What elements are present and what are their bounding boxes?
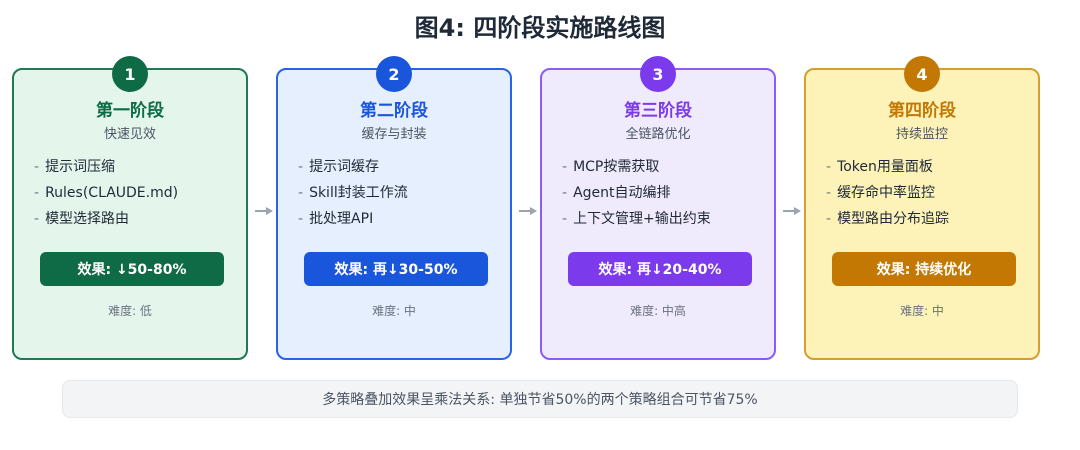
bullet-dash-icon: -: [34, 185, 40, 201]
stage-name: 第二阶段: [360, 101, 428, 121]
arrow-right-icon: [783, 207, 801, 215]
stage-item-text: Rules(CLAUDE.md): [45, 185, 179, 201]
stage-item: -提示词压缩: [34, 154, 178, 180]
stage-item-list: -提示词缓存-Skill封装工作流-批处理API: [298, 154, 408, 232]
stage-item: -Agent自动编排: [562, 180, 711, 206]
bullet-dash-icon: -: [562, 159, 568, 175]
stage-subtitle: 缓存与封装: [361, 127, 427, 142]
bullet-dash-icon: -: [562, 211, 568, 227]
stage-item: -模型路由分布追踪: [826, 206, 949, 232]
stage-item-list: -提示词压缩-Rules(CLAUDE.md)-模型选择路由: [34, 154, 178, 232]
stage-item: -提示词缓存: [298, 154, 408, 180]
stage-item-text: 提示词缓存: [309, 159, 380, 175]
effect-badge: 效果: 持续优化: [832, 252, 1016, 286]
effect-badge: 效果: 再↓30-50%: [304, 252, 488, 286]
stage-item: -上下文管理+输出约束: [562, 206, 711, 232]
stage-item-text: 模型路由分布追踪: [837, 211, 950, 227]
diagram-title: 图4: 四阶段实施路线图: [414, 14, 666, 42]
stage-item-text: 缓存命中率监控: [837, 185, 936, 201]
stage-item: -批处理API: [298, 206, 408, 232]
footnote: 多策略叠加效果呈乘法关系: 单独节省50%的两个策略组合可节省75%: [62, 380, 1018, 418]
bullet-dash-icon: -: [34, 211, 40, 227]
difficulty-label: 难度: 中: [900, 304, 944, 318]
arrow-right-icon: [519, 207, 537, 215]
stage-name: 第四阶段: [888, 101, 956, 121]
stage-item-list: -Token用量面板-缓存命中率监控-模型路由分布追踪: [826, 154, 949, 232]
stage-item: -Rules(CLAUDE.md): [34, 180, 178, 206]
stage-item: -Skill封装工作流: [298, 180, 408, 206]
stage-item-text: 模型选择路由: [45, 211, 130, 227]
stage-subtitle: 快速见效: [103, 127, 156, 142]
stage-item-text: Token用量面板: [837, 159, 933, 175]
stage-item: -缓存命中率监控: [826, 180, 949, 206]
stage-subtitle: 全链路优化: [625, 127, 691, 142]
stage-number-badge: 1: [112, 56, 148, 92]
stage-item-text: Skill封装工作流: [309, 185, 408, 201]
bullet-dash-icon: -: [34, 159, 40, 175]
stage-item: -MCP按需获取: [562, 154, 711, 180]
difficulty-label: 难度: 中高: [630, 304, 686, 318]
bullet-dash-icon: -: [562, 185, 568, 201]
effect-badge: 效果: ↓50-80%: [40, 252, 224, 286]
stage-item-text: Agent自动编排: [573, 185, 671, 201]
effect-badge: 效果: 再↓20-40%: [568, 252, 752, 286]
stage-number-badge: 4: [904, 56, 940, 92]
stage-item: -Token用量面板: [826, 154, 949, 180]
stage-subtitle: 持续监控: [895, 127, 948, 142]
stage-item-text: 提示词压缩: [45, 159, 116, 175]
bullet-dash-icon: -: [826, 159, 832, 175]
bullet-dash-icon: -: [298, 185, 304, 201]
stage-item-list: -MCP按需获取-Agent自动编排-上下文管理+输出约束: [562, 154, 711, 232]
stage-item-text: 上下文管理+输出约束: [573, 211, 711, 227]
stage-number-badge: 2: [376, 56, 412, 92]
difficulty-label: 难度: 中: [372, 304, 416, 318]
stage-number-badge: 3: [640, 56, 676, 92]
bullet-dash-icon: -: [298, 211, 304, 227]
stage-name: 第一阶段: [96, 101, 164, 121]
bullet-dash-icon: -: [298, 159, 304, 175]
stage-name: 第三阶段: [624, 101, 692, 121]
stage-item-text: MCP按需获取: [573, 159, 660, 175]
difficulty-label: 难度: 低: [108, 304, 152, 318]
arrow-right-icon: [255, 207, 273, 215]
stage-item: -模型选择路由: [34, 206, 178, 232]
stage-item-text: 批处理API: [309, 211, 374, 227]
bullet-dash-icon: -: [826, 185, 832, 201]
bullet-dash-icon: -: [826, 211, 832, 227]
